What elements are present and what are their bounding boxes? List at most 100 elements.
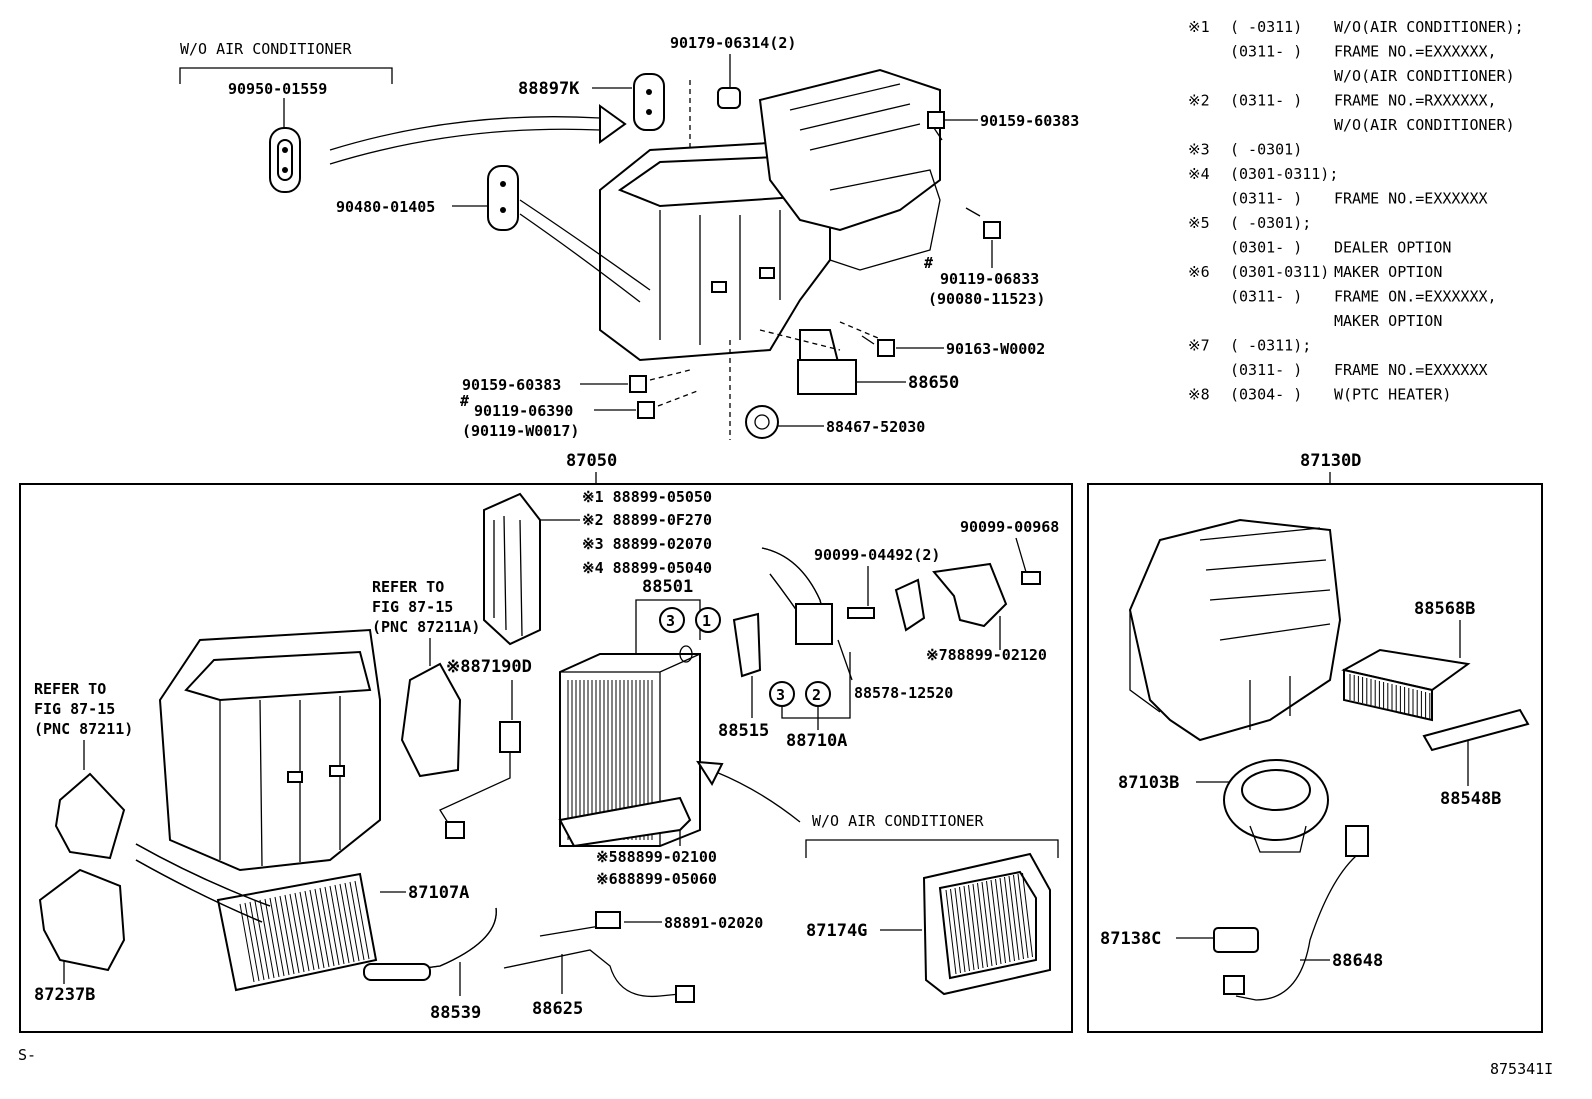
- core-fins-line: [289, 893, 305, 973]
- hash-mark-b: #: [460, 392, 469, 410]
- tray-88899-02100: [558, 796, 692, 848]
- part-87237b: 87237B: [34, 985, 95, 1005]
- duct-option-part: [483, 492, 541, 646]
- part-88891-02020: 88891-02020: [664, 914, 763, 932]
- frame-fins-line: [959, 886, 970, 972]
- harness-88648: [1223, 825, 1369, 1001]
- wo-ac-arrow-head: [696, 760, 724, 787]
- box-right-title: 87130D: [1300, 451, 1361, 471]
- note-2-text: W/O(AIR CONDITIONER): [1334, 67, 1515, 85]
- circle-1-label: 1: [702, 612, 711, 630]
- note-10-mark: ※6: [1188, 263, 1210, 281]
- heater-core-87107a: [135, 843, 378, 992]
- refer-b-line2: FIG 87-15: [34, 700, 115, 718]
- part-90119-06833: 90119-06833: [940, 270, 1039, 288]
- core-fins-line: [249, 901, 265, 981]
- notes-block: ※1( -0311)W/O(AIR CONDITIONER);(0311- )F…: [1188, 18, 1524, 404]
- core-fins-line: [294, 892, 310, 972]
- part-88899-05060: ※688899-05060: [596, 870, 717, 888]
- note-7-text: FRAME NO.=EXXXXXX: [1334, 190, 1488, 208]
- part-90179-06314: 90179-06314(2): [670, 34, 796, 52]
- circle-3-a: [659, 607, 685, 633]
- note-9-range: (0301- ): [1230, 239, 1302, 257]
- filter-88568b: [1341, 648, 1471, 722]
- frame-fins-line: [1013, 874, 1024, 960]
- note-10-text: MAKER OPTION: [1334, 263, 1442, 281]
- option-2: ※2 88899-0F270: [582, 511, 712, 529]
- core-fins-line: [344, 882, 360, 962]
- duct-87211a: [400, 662, 462, 778]
- refer-a-line2: FIG 87-15: [372, 598, 453, 616]
- part-87190d: ※887190D: [446, 657, 532, 677]
- note-14-range: (0311- ): [1230, 361, 1302, 379]
- note-9-text: DEALER OPTION: [1334, 239, 1451, 257]
- frame-fins-line: [999, 877, 1011, 963]
- note-13-mark: ※7: [1188, 337, 1210, 355]
- part-87138c: 87138C: [1100, 929, 1161, 949]
- frame-fins-line: [981, 881, 993, 967]
- core-fins-line: [304, 890, 320, 970]
- circle-2-label: 2: [812, 686, 821, 704]
- frame-fins-line: [963, 885, 975, 971]
- core-fins-line: [329, 885, 345, 965]
- part-87103b: 87103B: [1118, 773, 1179, 793]
- core-fins-line: [279, 895, 295, 975]
- note-0-mark: ※1: [1188, 18, 1210, 36]
- core-fins-line: [354, 880, 370, 960]
- heater-ptc-88899-02120: [932, 562, 1008, 628]
- wo-ac-bracket: [179, 67, 393, 84]
- note-4-text: W/O(AIR CONDITIONER): [1334, 116, 1515, 134]
- core-fins-line: [314, 888, 330, 968]
- note-12-text: MAKER OPTION: [1334, 312, 1442, 330]
- frame-87174g: [922, 852, 1051, 996]
- option-3: ※3 88899-02070: [582, 535, 712, 553]
- arrow-head: [599, 104, 627, 144]
- bolt-90159-a: [927, 111, 945, 141]
- part-88625: 88625: [532, 999, 583, 1019]
- option-1: ※1 88899-05050: [582, 488, 712, 506]
- arrow-shaft-upper: [329, 116, 601, 151]
- part-88648: 88648: [1332, 951, 1383, 971]
- note-14-text: FRAME NO.=EXXXXXX: [1334, 361, 1488, 379]
- wo-ac-box-label: W/O AIR CONDITIONER: [812, 812, 985, 830]
- core-fins-line: [244, 902, 260, 982]
- frame-fins-line: [945, 889, 957, 975]
- part-90099-00968: 90099-00968: [960, 518, 1059, 536]
- core-fins-line: [334, 884, 350, 964]
- box-right-frame: [1087, 483, 1543, 1033]
- note-13-range: ( -0311);: [1230, 337, 1311, 355]
- blower-case-87130d: [1128, 518, 1342, 742]
- core-fins-line: [284, 894, 300, 974]
- frame-fins-line: [995, 878, 1006, 964]
- core-fins-line: [264, 898, 280, 978]
- bracket-88650: [797, 359, 857, 395]
- circle-3-a-label: 3: [666, 612, 675, 630]
- part-88548b: 88548B: [1440, 789, 1501, 809]
- core-fins-line: [339, 883, 355, 963]
- core-fins-line: [299, 891, 315, 971]
- core-fins-line: [309, 889, 325, 969]
- part-88568b: 88568B: [1414, 599, 1475, 619]
- frame-fins-line: [972, 883, 984, 969]
- note-15-text: W(PTC HEATER): [1334, 386, 1451, 404]
- hash-mark-a: #: [924, 254, 933, 272]
- core-fins-line: [269, 897, 285, 977]
- note-7-range: (0311- ): [1230, 190, 1302, 208]
- refer-a-line3: (PNC 87211A): [372, 618, 480, 636]
- option-4: ※4 88899-05040: [582, 559, 712, 577]
- valve-88515: [732, 612, 762, 678]
- bolt-90159-b: [629, 375, 647, 393]
- frame-fins-line: [990, 879, 1002, 965]
- part-88899-02100: ※588899-02100: [596, 848, 717, 866]
- heater-unit-assembly: [519, 68, 941, 374]
- footer-right: 875341I: [1490, 1060, 1553, 1078]
- bracket-small: [894, 578, 926, 632]
- part-88897k: 88897K: [518, 79, 580, 99]
- duct-87211: [54, 772, 126, 860]
- wire-88625: [503, 949, 695, 1003]
- frame-fins-line: [968, 884, 979, 970]
- part-88710a: 88710A: [786, 731, 847, 751]
- part-87107a: 87107A: [408, 883, 469, 903]
- grommet-90950: [269, 127, 301, 193]
